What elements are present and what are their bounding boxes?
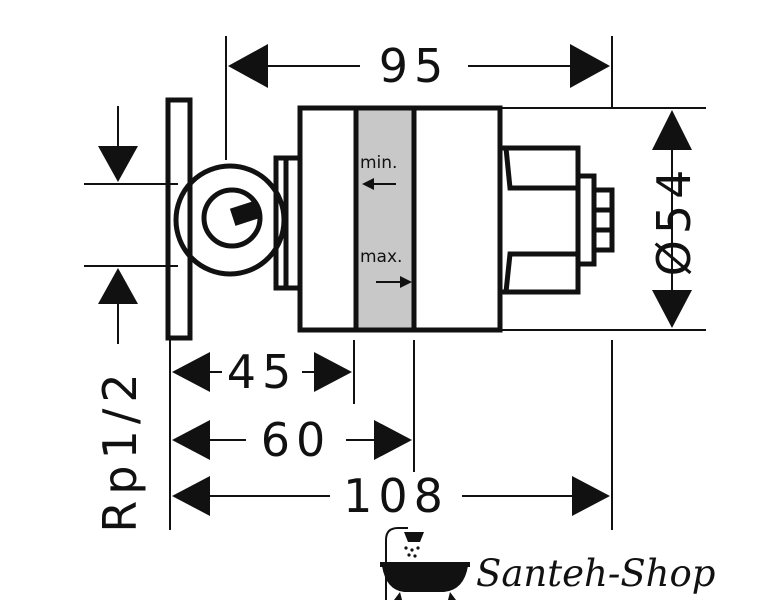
valve-body: [165, 97, 615, 341]
dimension-108-label: 108: [343, 469, 449, 523]
arrow-up: [98, 268, 138, 304]
arrow-right: [314, 352, 352, 392]
dimension-diameter-54: Ø54: [500, 107, 706, 331]
brand-name: Santeh-Shop: [476, 552, 715, 595]
bathtub-shower-icon: [380, 527, 470, 600]
min-arrow: [362, 178, 374, 190]
dimension-60: 60: [172, 413, 412, 467]
max-label: max.: [360, 247, 402, 267]
mounting-flange: [165, 97, 193, 341]
dimension-95: 95: [225, 36, 613, 160]
arrow-left: [172, 352, 210, 392]
main-cylinder: [297, 105, 503, 333]
arrow-right: [374, 420, 412, 460]
dimension-45-label: 45: [227, 345, 298, 399]
dimension-108: 108: [172, 469, 610, 523]
dimension-45: 45: [172, 345, 352, 399]
arrow-down: [98, 146, 138, 182]
rear-housing: [500, 145, 581, 295]
dimension-60-label: 60: [261, 413, 332, 467]
max-arrow: [400, 276, 412, 288]
dimension-diameter-label: Ø54: [647, 164, 701, 277]
arrow-left: [172, 420, 210, 460]
dimension-95-label: 95: [379, 39, 450, 93]
min-label: min.: [360, 153, 397, 173]
pipe-connection: [173, 163, 287, 277]
arrow-left: [228, 44, 268, 88]
arrow-up: [652, 110, 692, 150]
arrow-left: [172, 476, 210, 516]
dimension-rp-1-2: Rp1/2: [84, 106, 178, 533]
rp-label: Rp1/2: [93, 367, 147, 532]
arrow-right: [572, 476, 610, 516]
arrow-right: [570, 44, 610, 88]
adjustment-zone: [356, 108, 414, 330]
arrow-down: [652, 290, 692, 328]
